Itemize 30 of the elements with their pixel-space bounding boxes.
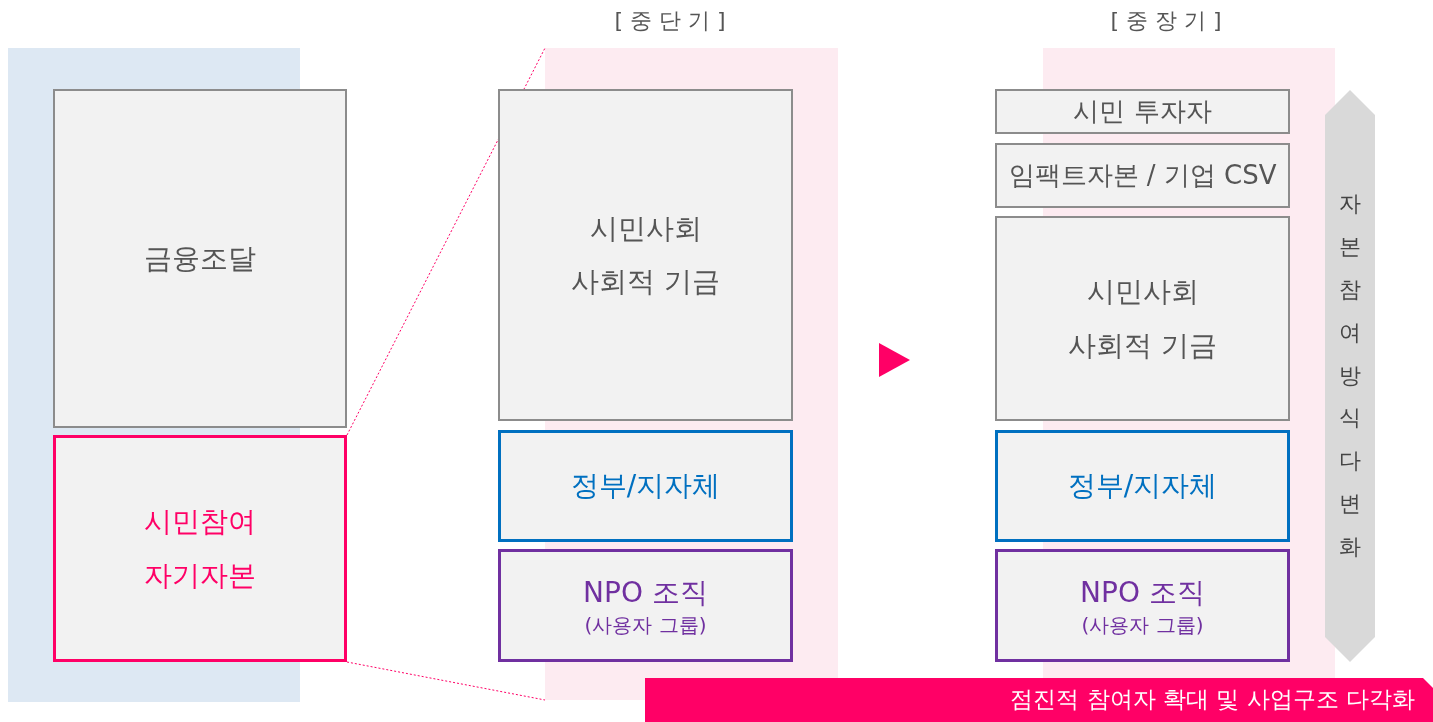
funding-box	[498, 430, 793, 542]
box-label: 정부/지자체	[570, 468, 721, 505]
box-label: NPO 조직	[1080, 574, 1205, 611]
box-label: 임팩트자본 / 기업 CSV	[1008, 158, 1277, 192]
sub-label: (사용자 그룹)	[584, 612, 707, 639]
box-label: NPO 조직	[583, 574, 708, 611]
funding-box	[995, 89, 1290, 134]
column-heading: [ 중 장 기 ]	[1110, 7, 1222, 35]
pointed-banner	[1325, 90, 1375, 662]
box-label: 시민사회 사회적 기금	[1067, 274, 1218, 364]
funding-box	[995, 430, 1290, 542]
funding-box	[995, 216, 1290, 421]
zoom-line	[346, 47, 546, 436]
box-label: 정부/지자체	[1067, 468, 1218, 505]
funding-box	[498, 89, 793, 421]
sub-label: (사용자 그룹)	[1081, 612, 1204, 639]
box-label: 시민 투자자	[1073, 94, 1212, 128]
funding-box	[53, 435, 347, 662]
box-label: 금융조달	[144, 240, 256, 277]
funding-box	[498, 549, 793, 662]
summary-banner	[645, 678, 1433, 722]
zoom-line	[346, 661, 546, 701]
funding-box	[995, 549, 1290, 662]
box-label: 시민사회 사회적 기금	[570, 210, 721, 300]
box-label: 자본참여 방식 다변화	[1339, 190, 1361, 562]
box-label: 시민참여 자기자본	[143, 504, 257, 594]
column-heading: [ 중 단 기 ]	[614, 7, 726, 35]
funding-box	[995, 143, 1290, 208]
box-label: 점진적 참여자 확대 및 사업구조 다각화	[1010, 685, 1415, 715]
funding-box	[53, 89, 347, 428]
